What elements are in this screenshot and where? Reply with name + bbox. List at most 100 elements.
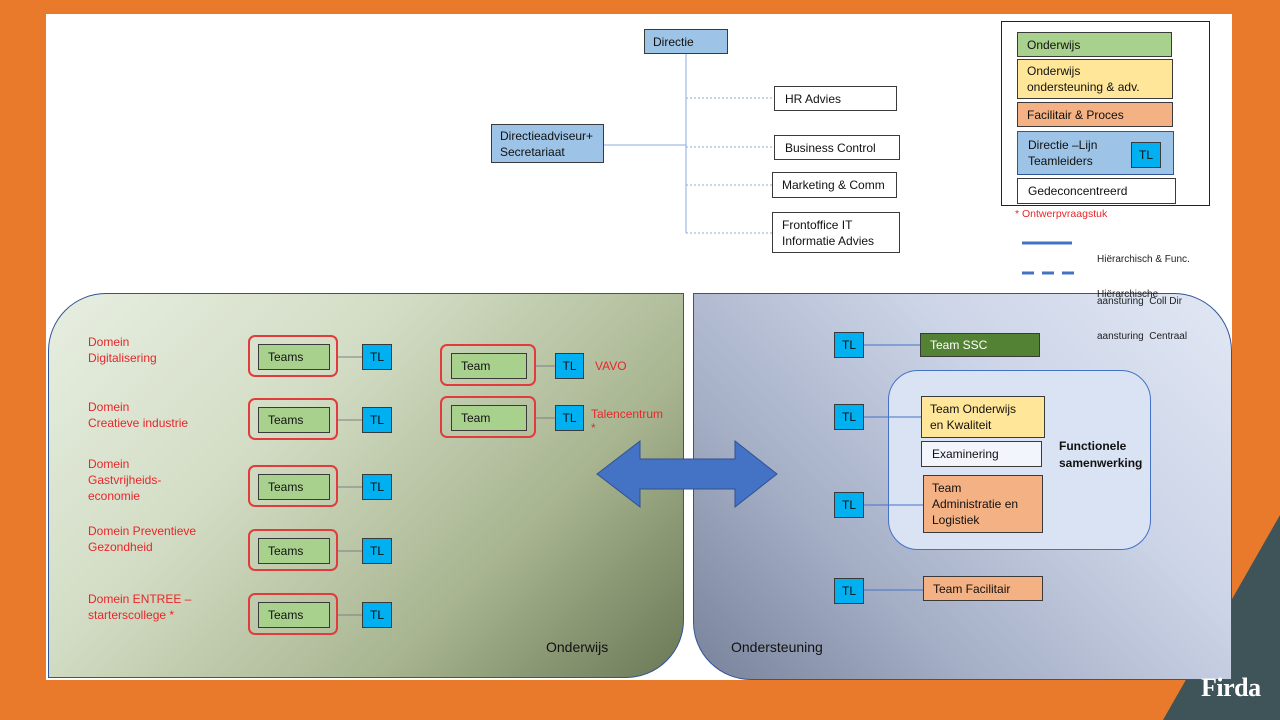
teams-label: Teams [268,350,304,364]
double-headed-arrow [596,439,778,509]
teams-box: Teams [258,602,330,628]
team-facilitair-box: Team Facilitair [923,576,1043,601]
teamleider-box: TL [834,578,864,604]
teamleider-box: TL [834,332,864,358]
business-control-box: Business Control [774,135,900,160]
tl-label: TL [841,410,856,424]
teamleider-box: TL [834,404,864,430]
legend-solid-line-text: Hiërarchisch & Func. aansturing Coll Dir [1097,225,1190,337]
domain-label-line: Digitalisering [88,351,157,365]
talencentrum-asterisk: * [591,421,596,435]
teamleider-box: TL [362,344,392,370]
onderwijs-panel-title: Onderwijs [546,639,609,655]
teamleider-box: TL [362,474,392,500]
firda-logo: Firda [1201,673,1261,702]
frontoffice-label-line2: Informatie Advies [782,233,875,248]
examinering-label: Examinering [932,447,999,461]
examinering-box: Examinering [921,441,1042,467]
legend-dl-line2: Teamleiders [1028,154,1093,168]
domain-label-entree: Domein ENTREE – starterscollege * [88,591,191,623]
legend-onderwijs-ondersteuning: Onderwijs ondersteuning & adv. [1017,59,1173,99]
team-administratie-logistiek-box: Team Administratie en Logistiek [923,475,1043,533]
directie-label: Directie [653,34,694,49]
vavo-team-highlight: Team [440,344,536,386]
marketing-comm-box: Marketing & Comm [772,172,897,198]
tl-label: TL [369,544,384,558]
domain-label-line: starterscollege * [88,608,175,622]
tl-label: TL [562,411,577,425]
legend-oo-line2: ondersteuning & adv. [1027,80,1140,94]
team-adm-line3: Logistiek [932,513,980,527]
vavo-team-box: Team [451,353,527,379]
team-label: Team [461,411,491,425]
fs-label-line2: samenwerking [1059,456,1143,470]
directie-box: Directie [644,29,728,54]
team-onderwijs-kwaliteit-box: Team Onderwijs en Kwaliteit [921,396,1045,438]
teams-highlight: Teams [248,335,338,377]
hr-advies-label: HR Advies [785,91,842,106]
team-facilitair-label: Team Facilitair [933,581,1011,596]
domain-label-line: Creatieve industrie [88,416,189,430]
teamleider-box: TL [362,538,392,564]
teamleider-box: TL [555,405,584,431]
legend-dashed-line-text: Hiërarchische aansturing Centraal [1097,260,1187,372]
ontwerpvraagstuk-note: * Ontwerpvraagstuk [1015,208,1108,220]
domain-label-line: Domein [88,335,130,349]
team-label: Team [461,359,491,373]
tl-label: TL [841,584,856,598]
legend-onderwijs-label: Onderwijs [1027,37,1081,52]
ondersteuning-panel-title: Ondersteuning [731,639,823,655]
vavo-label: VAVO [595,358,627,374]
domain-label-line: Domein Preventieve [88,524,197,538]
frontoffice-box: Frontoffice IT Informatie Advies [772,212,900,253]
team-adm-line2: Administratie en [932,497,1019,511]
teams-label: Teams [268,480,304,494]
tl-label: TL [369,350,384,364]
directieadviseur-label-line1: Directieadviseur+ [500,128,594,143]
legend-dl-line1: Directie –Lijn [1028,138,1098,152]
teams-box: Teams [258,538,330,564]
teamleider-box: TL [834,492,864,518]
tl-label: TL [369,480,384,494]
teamleider-box: TL [555,353,584,379]
domain-label-line: Gezondheid [88,540,153,554]
teams-box: Teams [258,344,330,370]
domain-label-line: Domein ENTREE – [88,592,192,606]
functionele-samenwerking-label: Functionele samenwerking [1059,438,1142,472]
team-ok-line1: Team Onderwijs [930,402,1017,416]
domain-label-creatieve-industrie: Domein Creatieve industrie [88,399,188,431]
teams-box: Teams [258,474,330,500]
legend-gedeconcentreerd: Gedeconcentreerd [1017,178,1176,204]
teams-highlight: Teams [248,593,338,635]
directieadviseur-box: Directieadviseur+ Secretariaat [491,124,604,163]
legend-dashed-line2: aansturing Centraal [1097,331,1188,342]
team-ssc-box: Team SSC [920,333,1040,357]
legend-fp-label: Facilitair & Proces [1027,107,1124,122]
domain-label-line: Domein [88,457,130,471]
teams-highlight: Teams [248,398,338,440]
domain-label-preventieve-gezondheid: Domein Preventieve Gezondheid [88,523,196,555]
legend-solid-line1: Hiërarchisch & Func. [1097,254,1190,265]
legend-facilitair-proces: Facilitair & Proces [1017,102,1173,127]
teams-label: Teams [268,608,304,622]
tl-label: TL [841,498,856,512]
marketing-comm-label: Marketing & Comm [782,178,885,192]
hr-advies-box: HR Advies [774,86,897,111]
tl-label: TL [369,608,384,622]
legend-onderwijs: Onderwijs [1017,32,1172,57]
teams-label: Teams [268,544,304,558]
team-ssc-label: Team SSC [930,338,988,352]
talencentrum-label-line: Talencentrum [591,407,664,421]
fs-label-line1: Functionele [1059,439,1127,453]
talencentrum-team-highlight: Team [440,396,536,438]
legend-solid-line2: aansturing Coll Dir [1097,296,1183,307]
talencentrum-team-box: Team [451,405,527,431]
legend-dashed-line1: Hiërarchische [1097,289,1159,300]
teams-label: Teams [268,413,304,427]
domain-label-line: economie [88,489,141,503]
teamleider-box: TL [362,602,392,628]
business-control-label: Business Control [785,140,876,155]
tl-label: TL [841,338,856,352]
